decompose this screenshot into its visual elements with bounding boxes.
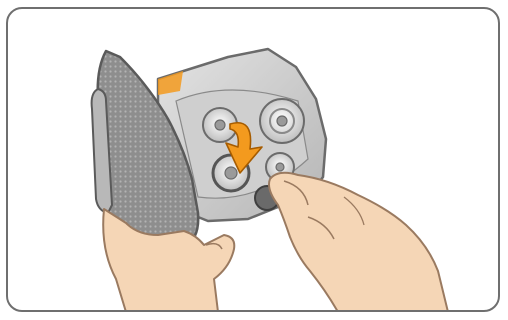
right-hand: [269, 173, 448, 312]
wheel-top-right: [260, 99, 304, 143]
illustration-frame: [6, 7, 500, 312]
device-illustration: [8, 9, 500, 312]
